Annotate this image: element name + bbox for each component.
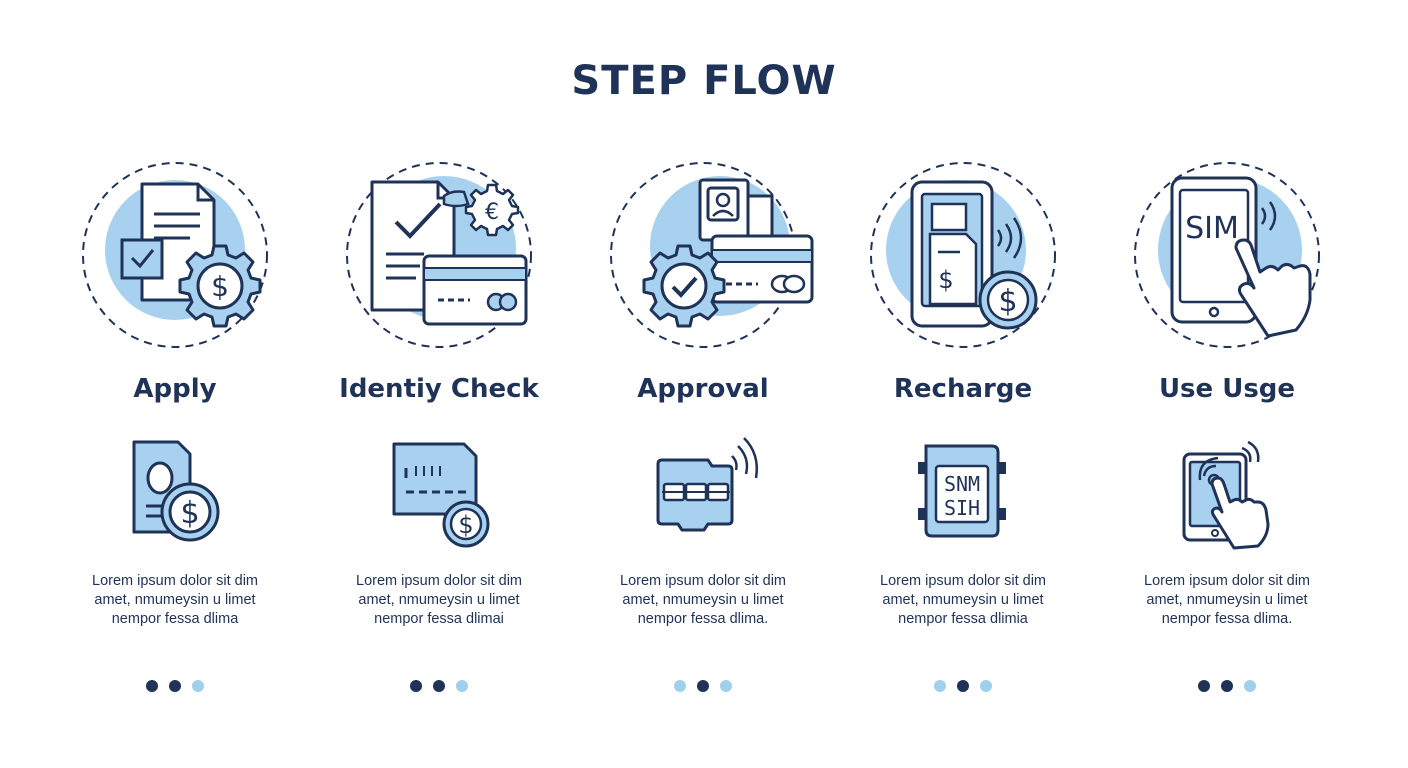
- svg-text:SIH: SIH: [944, 496, 980, 520]
- phone-sim-tap-icon: SIM: [1134, 162, 1320, 348]
- svg-text:$: $: [211, 270, 229, 303]
- dot: [957, 680, 969, 692]
- pagination-dots: [44, 680, 306, 694]
- svg-text:SNM: SNM: [944, 472, 980, 496]
- phone-dollar-wireless-icon: $ $: [870, 162, 1056, 348]
- step-label: Approval: [637, 374, 769, 404]
- dot: [433, 680, 445, 692]
- dot: [169, 680, 181, 692]
- pagination-dots: [1096, 680, 1358, 694]
- dot: [980, 680, 992, 692]
- svg-text:SIM: SIM: [1185, 211, 1239, 246]
- step-identity-check: € Identiy Check $ Lorem ipsum dolor sit …: [308, 0, 570, 768]
- document-check-card-euro-icon: €: [346, 162, 532, 348]
- svg-text:$: $: [458, 511, 473, 539]
- dot: [697, 680, 709, 692]
- id-document-dollar-icon: $: [132, 440, 220, 542]
- step-label: Apply: [133, 374, 217, 404]
- sim-card-icon: SNM SIH: [918, 444, 1006, 538]
- tablet-tap-icon: [1182, 440, 1270, 550]
- dot: [410, 680, 422, 692]
- step-label: Use Usge: [1158, 374, 1296, 404]
- dot: [1198, 680, 1210, 692]
- dot: [674, 680, 686, 692]
- sim-card-dollar-icon: $: [392, 442, 490, 548]
- step-label: Identiy Check: [339, 374, 539, 404]
- pagination-dots: [308, 680, 570, 694]
- dot: [192, 680, 204, 692]
- sim-chip-wireless-icon: [656, 437, 758, 532]
- svg-text:€: €: [485, 200, 499, 225]
- dot: [1221, 680, 1233, 692]
- page-title: STEP FLOW: [571, 58, 837, 104]
- dot: [934, 680, 946, 692]
- dot: [146, 680, 158, 692]
- dot: [1244, 680, 1256, 692]
- pagination-dots: [832, 680, 1094, 694]
- step-recharge: $ $ Recharge SNM SIH Lorem ipsum dolor s…: [832, 0, 1094, 768]
- dot: [720, 680, 732, 692]
- svg-text:$: $: [938, 266, 953, 294]
- id-card-gear-check-icon: [610, 162, 814, 348]
- step-label: Recharge: [893, 374, 1033, 404]
- svg-text:$: $: [998, 284, 1017, 319]
- pagination-dots: [572, 680, 834, 694]
- svg-text:$: $: [180, 496, 199, 531]
- dot: [456, 680, 468, 692]
- document-gear-dollar-icon: $: [82, 162, 268, 348]
